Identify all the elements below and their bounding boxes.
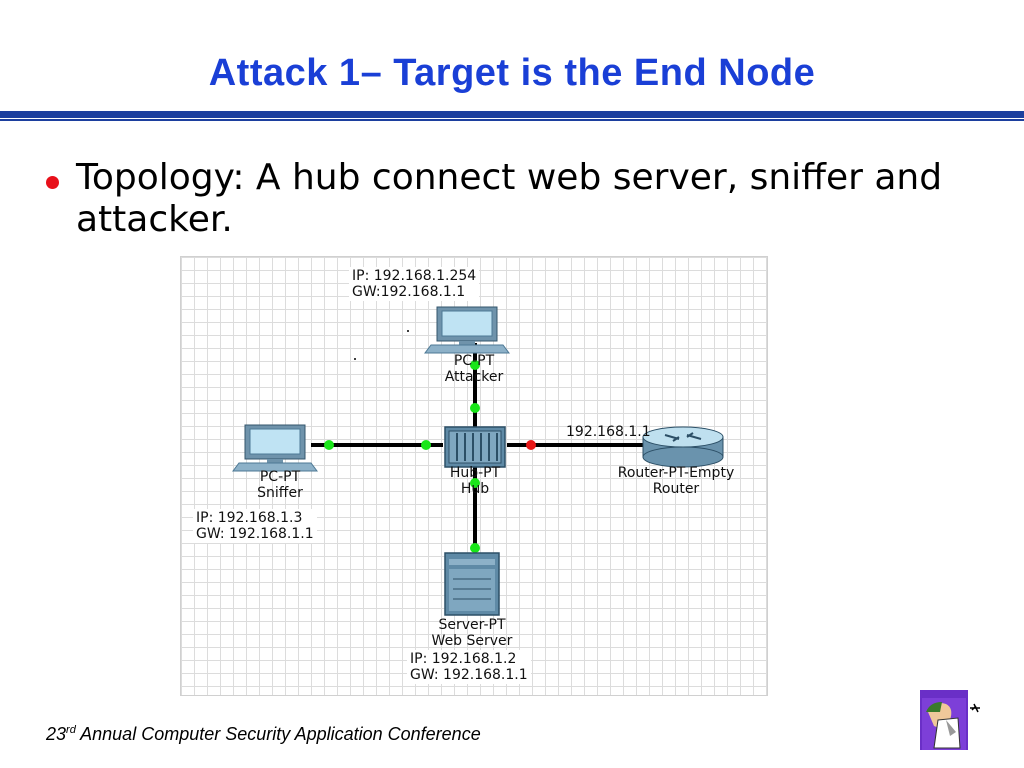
network-topology-diagram: IP: 192.168.1.254 GW:192.168.1.1 PC-PT A… (180, 256, 768, 696)
hub-label: Hub-PT Hub (419, 465, 531, 497)
title-divider-thin (0, 119, 1024, 121)
attacker-type: PC-PT (453, 353, 495, 369)
attacker-ip: IP: 192.168.1.254 (352, 268, 477, 284)
title-divider (0, 111, 1024, 118)
link-dot-server-end (470, 543, 480, 553)
server-gw: GW: 192.168.1.1 (410, 667, 528, 683)
link-dot-attacker-hub (470, 403, 480, 413)
sniffer-gw: GW: 192.168.1.1 (196, 526, 314, 542)
router-label: Router-PT-Empty Router (581, 465, 771, 497)
attacker-gw: GW:192.168.1.1 (352, 284, 466, 300)
link-dot-attacker-end (470, 360, 480, 370)
bullet-text: Topology: A hub connect web server, snif… (76, 157, 943, 240)
sniffer-pc-icon (232, 424, 318, 472)
attacker-label: PC-PT Attacker (415, 353, 533, 385)
footer-superscript: rd (66, 724, 76, 736)
sniffer-name: Sniffer (257, 485, 303, 501)
server-label: Server-PT Web Server (403, 617, 541, 649)
attacker-ip-box: IP: 192.168.1.254 GW:192.168.1.1 (349, 267, 480, 301)
link-dot-router-end (526, 440, 536, 450)
footer-prefix: 23 (46, 724, 67, 744)
sniffer-label: PC-PT Sniffer (221, 469, 339, 501)
slide-title: Attack 1– Target is the End Node (208, 52, 816, 94)
sniffer-ip: IP: 192.168.1.3 (196, 510, 303, 526)
bullet-dot (46, 176, 59, 189)
link-dot-server-hub (470, 478, 480, 488)
server-type: Server-PT (438, 617, 506, 633)
attacker-pc-icon (424, 306, 510, 354)
footer-conference: 23rd Annual Computer Security Applicatio… (46, 724, 481, 745)
link-dot-sniffer-end (324, 440, 334, 450)
server-ip: IP: 192.168.1.2 (410, 651, 517, 667)
link-dot-sniffer-hub (421, 440, 431, 450)
sniffer-ip-box: IP: 192.168.1.3 GW: 192.168.1.1 (193, 509, 317, 543)
hub-name: Hub (460, 481, 490, 497)
hub-type: Hub-PT (449, 465, 501, 481)
router-icon (642, 426, 724, 468)
conference-logo (920, 690, 990, 752)
server-name: Web Server (431, 633, 513, 649)
sniffer-type: PC-PT (259, 469, 301, 485)
router-ip: 192.168.1.1 (566, 424, 651, 440)
hub-icon (444, 426, 506, 468)
attacker-name: Attacker (444, 369, 504, 385)
server-ip-box: IP: 192.168.1.2 GW: 192.168.1.1 (407, 650, 531, 684)
router-type: Router-PT-Empty (617, 465, 735, 481)
topology-canvas (232, 306, 724, 616)
router-ip-box: 192.168.1.1 (563, 423, 654, 441)
server-icon (444, 552, 500, 616)
footer-suffix: Annual Computer Security Application Con… (75, 724, 481, 744)
router-name: Router (652, 481, 700, 497)
